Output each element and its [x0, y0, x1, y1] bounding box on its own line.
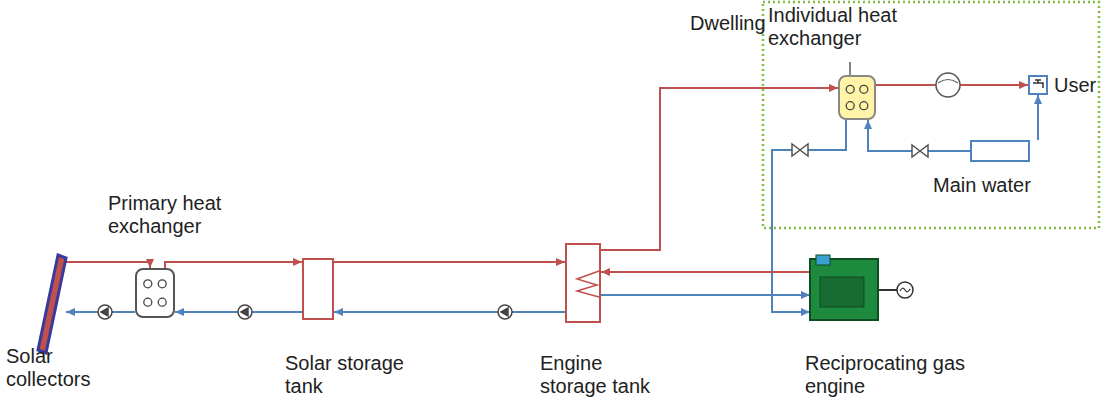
shape-outline [38, 255, 66, 353]
hot-water-pipe [165, 262, 302, 268]
hot-water-pipe [601, 271, 810, 273]
generator-symbol [878, 282, 913, 298]
dwelling-boundary [763, 2, 1099, 228]
component-label: Primary heat exchanger [108, 192, 238, 238]
expansion-vessel [936, 73, 960, 97]
shape-outline [567, 245, 599, 321]
sensor-line [849, 62, 850, 75]
hot-water-pipe [334, 261, 565, 263]
component-label: User [1054, 74, 1096, 97]
main-water-supply: Main water [970, 140, 1030, 162]
user-tap: User [1028, 75, 1048, 95]
shape-outline [137, 270, 173, 316]
heat-exchanger: Primary heat exchanger [135, 268, 175, 318]
shape-outline [1030, 77, 1046, 93]
hot-water-pipe [66, 262, 150, 268]
shape-outline [840, 77, 874, 118]
component-label: Solar collectors [6, 345, 96, 391]
hot-water-pipe [601, 88, 838, 250]
storage-tank: Solar storage tank [302, 258, 334, 320]
component-label: Individual heat exchanger [768, 4, 918, 50]
component-label: Main water [933, 174, 1031, 197]
area-label: Dwelling [690, 12, 766, 35]
component-label: Solar storage tank [285, 352, 415, 398]
cold-water-pipe [601, 294, 810, 296]
storage-tank: Engine storage tank [565, 243, 601, 323]
shape-outline [810, 255, 878, 320]
valve-symbol [792, 144, 928, 157]
gas-engine: Reciprocating gas engine [810, 255, 878, 320]
cold-water-pipe [334, 311, 565, 313]
component-label: Engine storage tank [540, 352, 660, 398]
cold-water-pipe [1037, 95, 1039, 140]
solar-collector: Solar collectors [38, 255, 66, 353]
cold-water-pipe [868, 120, 970, 151]
heat-exchanger: Individual heat exchanger [838, 75, 876, 120]
component-label: Reciprocating gas engine [805, 352, 985, 398]
